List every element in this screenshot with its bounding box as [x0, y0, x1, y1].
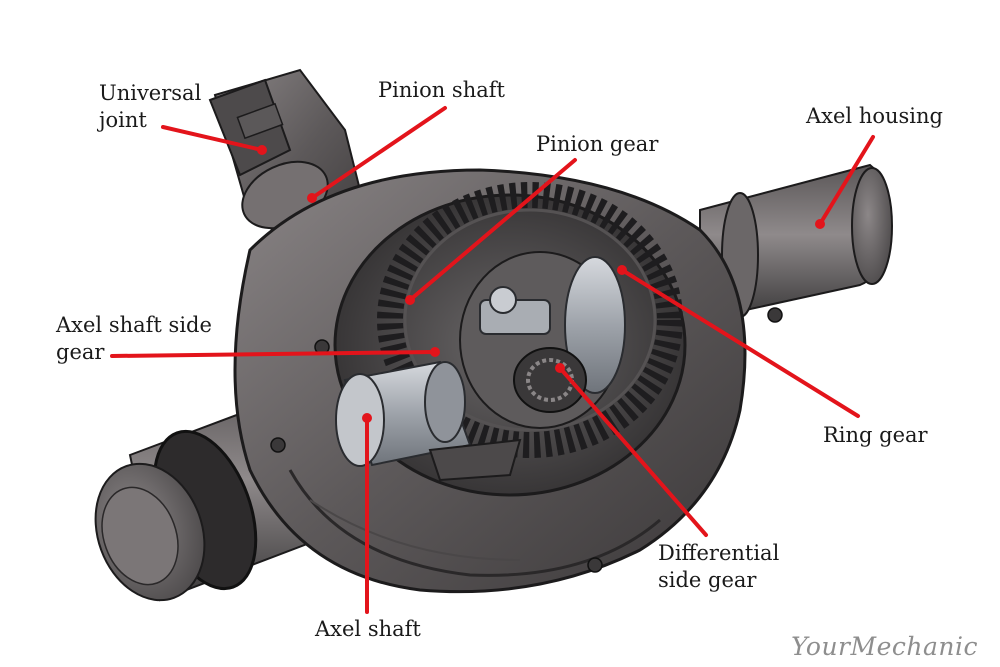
leader-pinion-shaft-endpoint: [307, 193, 317, 203]
label-pinion-gear: Pinion gear: [536, 132, 659, 156]
label-pinion-shaft: Pinion shaft: [378, 78, 505, 102]
leader-pinion-gear: [408, 158, 577, 302]
label-ring-gear: Ring gear: [823, 423, 928, 447]
label-differential-side-gear-line2: side gear: [658, 568, 757, 592]
leader-axel-housing-endpoint: [815, 219, 825, 229]
ring-gear-shape: [377, 182, 683, 458]
label-axel-shaft: Axel shaft: [315, 617, 421, 641]
right-axle-tube: [699, 163, 893, 322]
label-differential-side-gear-line1: Differential: [658, 541, 780, 565]
leader-pinion-shaft: [310, 106, 447, 200]
label-axel-shaft-side-gear-line1: Axel shaft side: [56, 313, 212, 337]
leader-lines: [110, 106, 875, 614]
leader-ring-gear-endpoint: [617, 265, 627, 275]
leader-universal-joint: [161, 125, 264, 152]
cutaway-interior: [333, 182, 687, 497]
leader-axel-housing: [818, 135, 875, 226]
leader-axel-shaft-endpoint: [362, 413, 372, 423]
axle-bearing-shape: [335, 360, 522, 482]
leader-universal-joint-endpoint: [257, 145, 267, 155]
leader-pinion-gear-endpoint: [405, 295, 415, 305]
differential-carrier-shape: [459, 251, 626, 429]
leader-differential-side-gear: [558, 366, 708, 537]
leader-axel-shaft-side-gear-endpoint: [430, 347, 440, 357]
leader-differential-side-gear-endpoint: [555, 363, 565, 373]
label-axel-shaft-side-gear: Axel shaft side gear: [56, 312, 212, 366]
leader-axel-shaft-side-gear: [110, 350, 437, 358]
label-universal-joint-line1: Universal: [99, 81, 202, 105]
label-axel-shaft-side-gear-line2: gear: [56, 340, 105, 364]
label-universal-joint: Universal joint: [99, 80, 201, 134]
label-differential-side-gear: Differential side gear: [658, 540, 779, 594]
label-universal-joint-line2: joint: [99, 108, 147, 132]
label-axel-housing: Axel housing: [806, 104, 943, 128]
watermark-logo: YourMechanic: [791, 632, 978, 661]
leader-ring-gear: [620, 268, 860, 418]
